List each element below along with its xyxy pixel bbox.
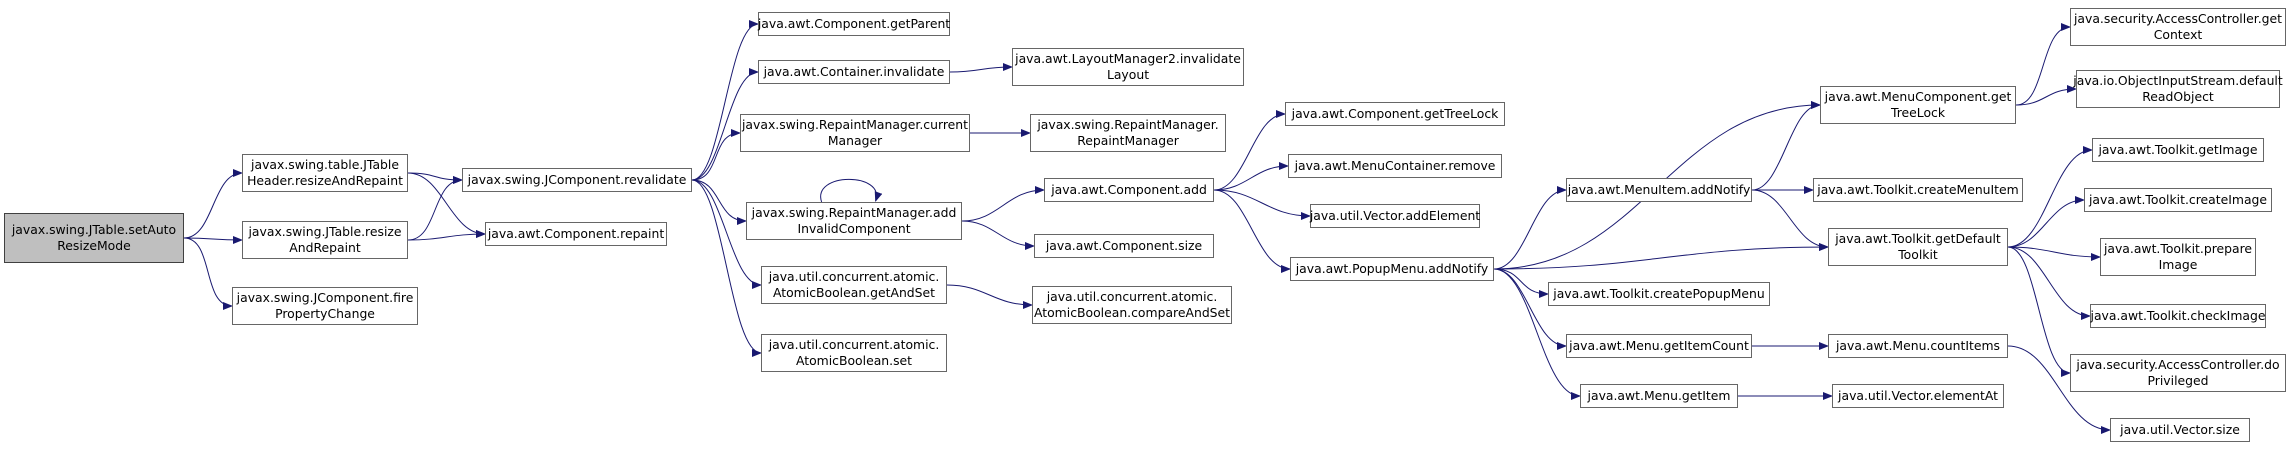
edge-n20-n23: [1493, 268, 1567, 350]
edge-n20-n21: [1493, 186, 1567, 270]
node-popupmenu-add-notify[interactable]: java.awt.PopupMenu.addNotify: [1290, 257, 1494, 281]
node-component-size[interactable]: java.awt.Component.size: [1034, 234, 1214, 258]
edge-n4-n9: [691, 179, 747, 225]
edge-n25-n31: [2015, 85, 2077, 106]
node-toolkit-create-menu-item[interactable]: java.awt.Toolkit.createMenuItem: [1813, 178, 2023, 202]
node-repaintmanager-add-invalid-component[interactable]: javax.swing.RepaintManager.add InvalidCo…: [746, 202, 962, 240]
edge-n20-n24: [1493, 268, 1581, 400]
node-jtable-resize-and-repaint[interactable]: javax.swing.JTable.resize AndRepaint: [242, 221, 408, 259]
node-component-add[interactable]: java.awt.Component.add: [1044, 178, 1214, 202]
edge-n4-n7: [691, 68, 759, 181]
node-atomicboolean-get-and-set[interactable]: java.util.concurrent.atomic. AtomicBoole…: [761, 266, 947, 304]
node-vector-size[interactable]: java.util.Vector.size: [2110, 418, 2250, 442]
node-menu-get-item[interactable]: java.awt.Menu.getItem: [1580, 384, 1738, 408]
node-toolkit-get-image[interactable]: java.awt.Toolkit.getImage: [2092, 138, 2264, 162]
node-component-get-parent[interactable]: java.awt.Component.getParent: [758, 12, 950, 36]
edge-n27-n35: [2007, 246, 2091, 320]
edge-n7-n12: [949, 63, 1013, 73]
edge-n20-n22: [1493, 268, 1549, 298]
edge-n4-n10: [691, 179, 762, 289]
edge-n4-n11: [691, 179, 762, 357]
node-vector-element-at[interactable]: java.util.Vector.elementAt: [1832, 384, 2004, 408]
node-jtableheader-resize-and-repaint[interactable]: javax.swing.table.JTable Header.resizeAn…: [242, 154, 408, 192]
node-container-invalidate[interactable]: java.awt.Container.invalidate: [758, 60, 950, 84]
node-jtable-set-auto-resize-mode: javax.swing.JTable.setAuto ResizeMode: [4, 213, 184, 263]
node-layoutmanager2-invalidate-layout[interactable]: java.awt.LayoutManager2.invalidate Layou…: [1012, 48, 1244, 86]
edge-n27-n34: [2007, 246, 2101, 261]
node-component-repaint[interactable]: java.awt.Component.repaint: [485, 222, 667, 246]
node-repaintmanager-constructor[interactable]: javax.swing.RepaintManager. RepaintManag…: [1030, 114, 1226, 152]
edge-n21-n25: [1751, 101, 1821, 191]
node-atomicboolean-set[interactable]: java.util.concurrent.atomic. AtomicBoole…: [761, 334, 947, 372]
edge-n27-n36: [2007, 246, 2071, 377]
edge-n0-n2: [183, 235, 243, 244]
node-toolkit-create-image[interactable]: java.awt.Toolkit.createImage: [2084, 188, 2272, 212]
edge-n10-n16: [946, 284, 1033, 309]
node-toolkit-prepare-image[interactable]: java.awt.Toolkit.prepare Image: [2100, 238, 2256, 276]
edge-n27-n32: [2007, 146, 2093, 248]
node-menuitem-add-notify[interactable]: java.awt.MenuItem.addNotify: [1566, 178, 1752, 202]
edge-n14-n18: [1213, 162, 1289, 191]
edge-n1-n5: [407, 172, 486, 238]
edge-n2-n5: [407, 230, 486, 241]
node-menu-get-item-count[interactable]: java.awt.Menu.getItemCount: [1566, 334, 1752, 358]
edge-n20-n27: [1493, 243, 1829, 270]
edge-n4-n8: [691, 129, 741, 181]
node-objectinputstream-default-read-object[interactable]: java.io.ObjectInputStream.default ReadOb…: [2073, 70, 2283, 108]
node-menucomponent-get-tree-lock[interactable]: java.awt.MenuComponent.get TreeLock: [1820, 86, 2016, 124]
edge-n9-n14: [961, 186, 1045, 222]
node-toolkit-check-image[interactable]: java.awt.Toolkit.checkImage: [2090, 304, 2266, 328]
node-atomicboolean-compare-and-set[interactable]: java.util.concurrent.atomic. AtomicBoole…: [1032, 286, 1232, 324]
edge-n9-n9: [820, 178, 883, 203]
edge-n28-n37: [2007, 345, 2111, 434]
node-vector-add-element[interactable]: java.util.Vector.addElement: [1310, 204, 1480, 228]
edge-n0-n1: [183, 169, 243, 239]
edge-n14-n17: [1213, 110, 1286, 191]
edge-n4-n6: [691, 20, 759, 181]
edge-n27-n33: [2007, 196, 2085, 248]
edge-n2-n4: [407, 176, 463, 241]
node-component-get-tree-lock[interactable]: java.awt.Component.getTreeLock: [1285, 102, 1505, 126]
node-accesscontroller-get-context[interactable]: java.security.AccessController.get Conte…: [2070, 8, 2286, 46]
node-toolkit-create-popup-menu[interactable]: java.awt.Toolkit.createPopupMenu: [1548, 282, 1770, 306]
node-toolkit-get-default-toolkit[interactable]: java.awt.Toolkit.getDefault Toolkit: [1828, 228, 2008, 266]
node-menu-count-items[interactable]: java.awt.Menu.countItems: [1828, 334, 2008, 358]
node-jcomponent-fire-property-change[interactable]: javax.swing.JComponent.fire PropertyChan…: [232, 287, 418, 325]
node-repaintmanager-current-manager[interactable]: javax.swing.RepaintManager.current Manag…: [740, 114, 970, 152]
edge-n14-n20: [1213, 189, 1291, 273]
node-accesscontroller-do-privileged[interactable]: java.security.AccessController.do Privil…: [2070, 354, 2286, 392]
edge-n21-n27: [1751, 189, 1829, 251]
node-menucontainer-remove[interactable]: java.awt.MenuContainer.remove: [1288, 154, 1502, 178]
node-jcomponent-revalidate[interactable]: javax.swing.JComponent.revalidate: [462, 168, 692, 192]
edge-n0-n3: [183, 237, 233, 310]
edge-n25-n30: [2015, 23, 2071, 106]
edge-n14-n19: [1213, 189, 1311, 220]
edge-n9-n15: [961, 220, 1035, 250]
